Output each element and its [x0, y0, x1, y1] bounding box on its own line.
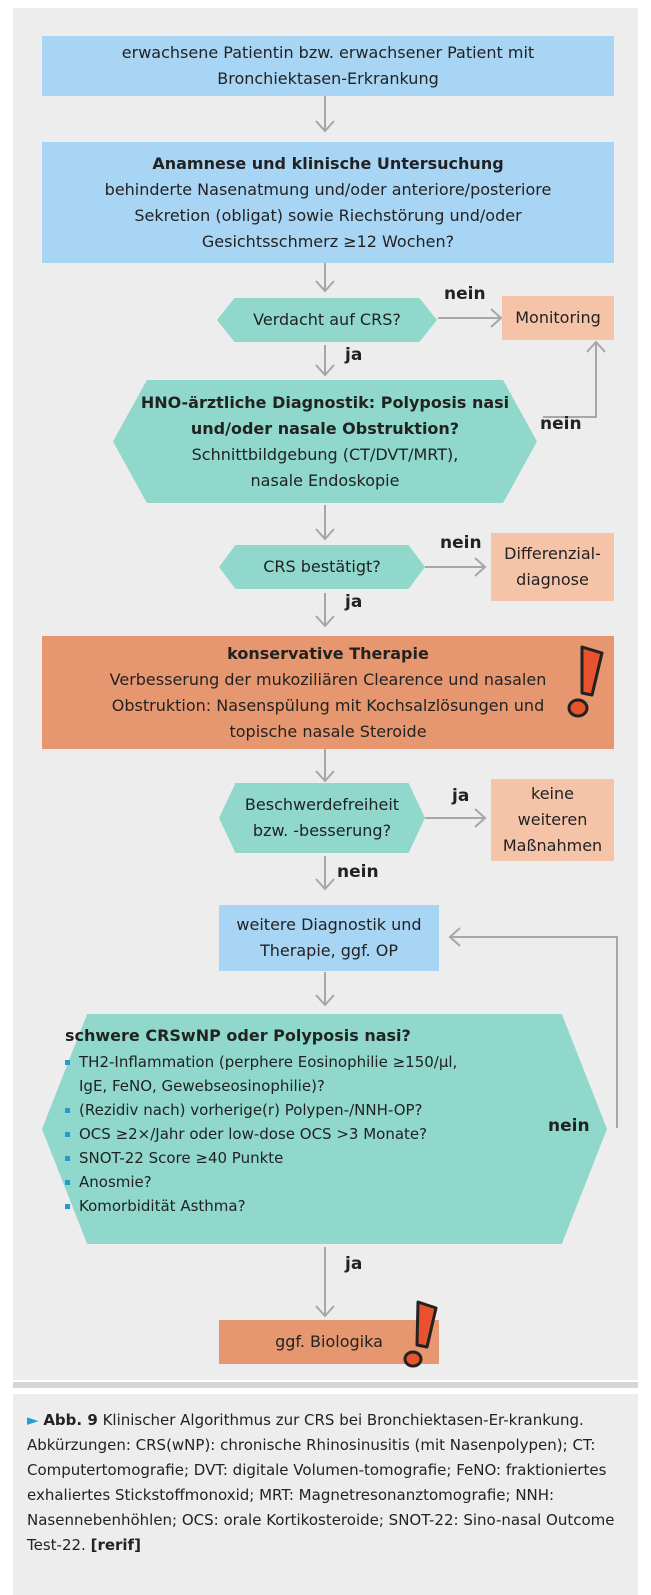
caption-marker-icon: ►: [27, 1411, 39, 1429]
anamnese-line2: Sekretion (obligat) sowie Riechstörung u…: [134, 205, 522, 225]
differenzial-line1: Differenzial-: [504, 544, 601, 563]
differenzial-line2: diagnose: [516, 570, 589, 589]
biologika-node: ggf. Biologika: [219, 1320, 439, 1364]
biologika-text: ggf. Biologika: [275, 1332, 383, 1351]
criterion-snot: SNOT-22 Score ≥40 Punkte: [65, 1146, 565, 1170]
beschwerde-ja-label: ja: [452, 786, 470, 806]
keine-line3: Maßnahmen: [502, 836, 603, 855]
schwere-ja-label: ja: [345, 1254, 363, 1274]
konservativ-title: konservative Therapie: [227, 643, 429, 663]
caption-figure-number: Abb. 9: [43, 1411, 98, 1429]
bestaetigt-ja-label: ja: [345, 592, 363, 612]
monitoring-node: Monitoring: [502, 296, 614, 340]
criterion-rezidiv: (Rezidiv nach) vorherige(r) Polypen-/NNH…: [65, 1098, 565, 1122]
anamnese-title: Anamnese und klinische Untersuchung: [152, 153, 504, 173]
start-node: erwachsene Patientin bzw. erwachsener Pa…: [42, 36, 614, 96]
hno-title2: und/oder nasale Obstruktion?: [190, 418, 460, 438]
schwere-nein-label: nein: [548, 1116, 590, 1136]
konservativ-line3: topische nasale Steroide: [229, 721, 427, 741]
anamnese-line1: behinderte Nasenatmung und/oder anterior…: [104, 179, 552, 199]
konservativ-line1: Verbesserung der mukoziliären Clearence …: [109, 669, 547, 689]
verdacht-ja-label: ja: [345, 345, 363, 365]
start-line1: erwachsene Patientin bzw. erwachsener Pa…: [121, 43, 535, 62]
criterion-th2-cont: IgE, FeNO, Gewebseosinophilie)?: [79, 1077, 325, 1095]
verdacht-decision: Verdacht auf CRS?: [217, 298, 437, 342]
hno-line2: nasale Endoskopie: [250, 470, 400, 490]
verdacht-nein-label: nein: [444, 284, 486, 304]
caption-separator: [13, 1382, 638, 1388]
schwere-content: schwere CRSwNP oder Polyposis nasi? TH2-…: [65, 1024, 565, 1218]
monitoring-text: Monitoring: [515, 308, 601, 327]
keine-node: keine weiteren Maßnahmen: [491, 779, 614, 861]
anamnese-line3: Gesichtsschmerz ≥12 Wochen?: [201, 231, 455, 251]
anamnese-node: Anamnese und klinische Untersuchung behi…: [42, 142, 614, 263]
hno-title1: HNO-ärztliche Diagnostik: Polyposis nasi: [140, 392, 510, 412]
differenzial-node: Differenzial- diagnose: [491, 533, 614, 601]
keine-line1: keine: [531, 784, 574, 803]
schwere-title: schwere CRSwNP oder Polyposis nasi?: [65, 1026, 411, 1045]
keine-line2: weiteren: [517, 810, 588, 829]
criterion-ocs: OCS ≥2×/Jahr oder low-dose OCS >3 Monate…: [65, 1122, 565, 1146]
hno-nein-label: nein: [540, 414, 582, 434]
caption-reference: [rerif]: [90, 1536, 141, 1554]
schwere-criteria-list: TH2-Inflammation (perphere Eosinophilie …: [65, 1050, 565, 1218]
start-line2: Bronchiektasen-Erkrankung: [217, 69, 439, 88]
warning-exclamation-icon-2: [403, 1300, 438, 1368]
criterion-anosmie: Anosmie?: [65, 1170, 565, 1194]
beschwerde-decision: Beschwerdefreiheit bzw. -besserung?: [219, 783, 425, 853]
hno-decision: HNO-ärztliche Diagnostik: Polyposis nasi…: [113, 380, 537, 503]
weitere-line1: weitere Diagnostik und: [236, 915, 422, 934]
bestaetigt-text: CRS bestätigt?: [263, 557, 381, 576]
beschwerde-line2: bzw. -besserung?: [252, 821, 392, 840]
bestaetigt-decision: CRS bestätigt?: [219, 545, 425, 589]
hno-line1: Schnittbildgebung (CT/DVT/MRT),: [191, 444, 459, 464]
criterion-asthma: Komorbidität Asthma?: [65, 1194, 565, 1218]
konservativ-node: konservative Therapie Verbesserung der m…: [42, 636, 614, 749]
flow-connectors: [315, 96, 618, 1318]
weitere-line2: Therapie, ggf. OP: [260, 941, 398, 960]
bestaetigt-nein-label: nein: [440, 533, 482, 553]
caption-text: Klinischer Algorithmus zur CRS bei Bronc…: [27, 1411, 615, 1554]
beschwerde-nein-label: nein: [337, 862, 379, 882]
warning-exclamation-icon: [567, 645, 604, 718]
weitere-node: weitere Diagnostik und Therapie, ggf. OP: [219, 905, 439, 971]
schwere-decision: [42, 1014, 607, 1244]
beschwerde-line1: Beschwerdefreiheit: [244, 795, 400, 814]
konservativ-line2: Obstruktion: Nasenspülung mit Kochsalzlö…: [111, 695, 545, 715]
verdacht-text: Verdacht auf CRS?: [253, 310, 401, 329]
figure-caption: ► Abb. 9 Klinischer Algorithmus zur CRS …: [13, 1394, 638, 1595]
criterion-th2: TH2-Inflammation (perphere Eosinophilie …: [65, 1050, 565, 1074]
